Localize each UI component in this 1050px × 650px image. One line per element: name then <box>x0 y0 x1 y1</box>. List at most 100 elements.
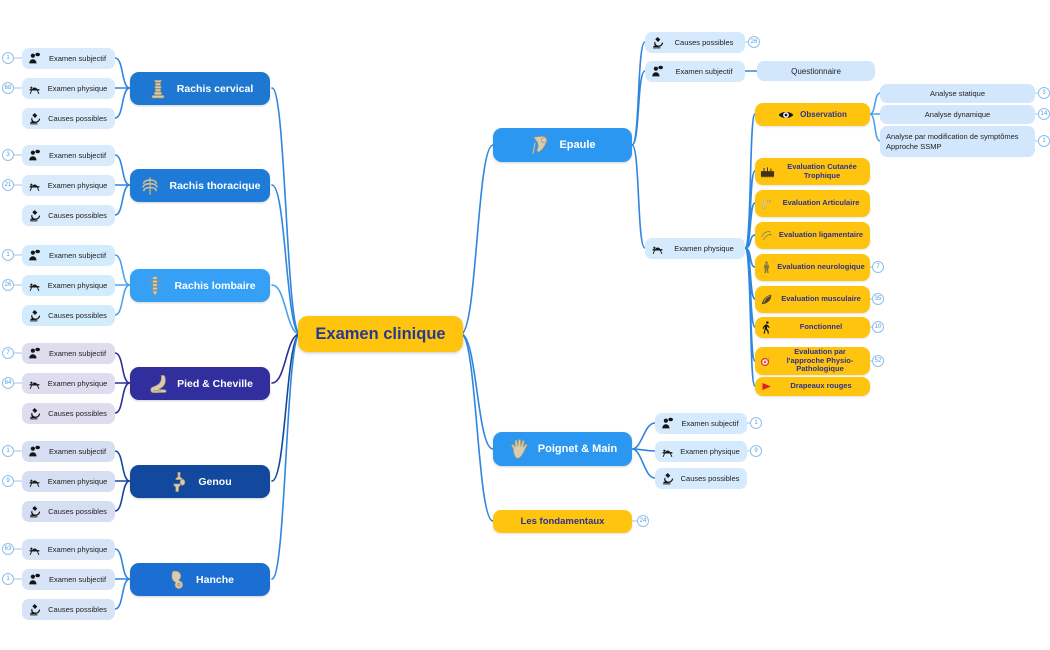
person-speech-icon <box>651 65 664 78</box>
questionnaire-label: Questionnaire <box>791 66 841 76</box>
sub-label: Causes possibles <box>680 474 740 483</box>
branch-rachis-thoracique[interactable]: Rachis thoracique <box>130 169 270 202</box>
sub-causes-possibles[interactable]: Causes possibles <box>22 108 115 129</box>
count-badge[interactable]: 64 <box>2 377 14 389</box>
count-badge[interactable]: 21 <box>2 179 14 191</box>
sub-examen-subjectif[interactable]: Examen subjectif <box>22 48 115 69</box>
sub-examen-subjectif[interactable]: Examen subjectif <box>22 441 115 462</box>
count-badge[interactable]: 1 <box>2 249 14 261</box>
count-badge[interactable]: 68 <box>2 82 14 94</box>
sub-label: Examen subjectif <box>48 447 107 456</box>
count-badge[interactable]: 3 <box>1038 87 1050 99</box>
evaluation-ligamentaire-node[interactable]: Evaluation ligamentaire <box>755 222 870 249</box>
questionnaire-node[interactable]: Questionnaire <box>757 61 875 81</box>
branch-pied-cheville[interactable]: Pied & Cheville <box>130 367 270 400</box>
sub-examen-subjectif[interactable]: Examen subjectif <box>645 61 745 82</box>
count-badge[interactable]: 24 <box>637 515 649 527</box>
count-badge[interactable]: 1 <box>2 445 14 457</box>
count-badge[interactable]: 63 <box>2 543 14 555</box>
sub-causes-possibles[interactable]: Causes possibles <box>655 468 747 489</box>
sub-causes-possibles[interactable]: Causes possibles <box>645 32 745 53</box>
count-badge[interactable]: 7 <box>2 347 14 359</box>
hand-bones-icon <box>508 438 530 460</box>
treatment-table-icon <box>28 179 41 192</box>
sub-label: Causes possibles <box>48 211 107 220</box>
evaluation-articulaire-node[interactable]: Evaluation Articulaire <box>755 190 870 217</box>
count-badge[interactable]: 9 <box>750 445 762 457</box>
sub-examen-subjectif[interactable]: Examen subjectif <box>22 343 115 364</box>
count-badge[interactable]: 26 <box>2 279 14 291</box>
observation-label: Observation <box>800 110 847 119</box>
center-node-examen-clinique[interactable]: Examen clinique <box>298 316 463 352</box>
analyse-ssmp-node[interactable]: Analyse par modification de symptômes Ap… <box>880 126 1035 157</box>
evaluation-neurologique-node[interactable]: Evaluation neurologique <box>755 254 870 281</box>
count-badge[interactable]: 35 <box>872 293 884 305</box>
branch-genou[interactable]: Genou <box>130 465 270 498</box>
sub-examen-physique[interactable]: Examen physique <box>22 471 115 492</box>
treatment-table-icon <box>28 475 41 488</box>
branch-rachis-cervical[interactable]: Rachis cervical <box>130 72 270 105</box>
sub-label: Causes possibles <box>48 605 107 614</box>
count-badge[interactable]: 7 <box>872 261 884 273</box>
sub-examen-physique[interactable]: Examen physique <box>22 373 115 394</box>
sub-examen-physique[interactable]: Examen physique <box>22 275 115 296</box>
branch-label: Les fondamentaux <box>520 516 605 527</box>
drapeaux-rouges-node[interactable]: Drapeaux rouges <box>755 377 870 396</box>
sub-examen-subjectif[interactable]: Examen subjectif <box>22 569 115 590</box>
microscope-icon <box>28 407 41 420</box>
hands-ligament-icon <box>760 229 773 242</box>
sub-examen-physique[interactable]: Examen physique <box>22 175 115 196</box>
branch-poignet-main[interactable]: Poignet & Main <box>493 432 632 466</box>
sub-examen-subjectif[interactable]: Examen subjectif <box>22 245 115 266</box>
knee-joint-icon <box>168 471 190 493</box>
sub-examen-subjectif[interactable]: Examen subjectif <box>655 413 747 434</box>
analyse-dynamique-node[interactable]: Analyse dynamique <box>880 105 1035 124</box>
count-badge[interactable]: 3 <box>2 149 14 161</box>
evaluation-label: Evaluation Cutanée Trophique <box>787 161 857 180</box>
count-badge[interactable]: 10 <box>872 321 884 333</box>
evaluation-physio-pathologique-node[interactable]: Evaluation par l'approche Physio-Patholo… <box>755 347 870 375</box>
branch-les-fondamentaux[interactable]: Les fondamentaux <box>493 510 632 533</box>
sub-examen-physique[interactable]: Examen physique <box>22 78 115 99</box>
count-badge[interactable]: 26 <box>748 36 760 48</box>
sub-examen-physique[interactable]: Examen physique <box>22 539 115 560</box>
evaluation-label: Evaluation par l'approche Physio-Patholo… <box>786 346 854 374</box>
evaluation-musculaire-node[interactable]: Evaluation musculaire <box>755 286 870 313</box>
sub-causes-possibles[interactable]: Causes possibles <box>22 305 115 326</box>
evaluation-cutanee-trophique-node[interactable]: Evaluation Cutanée Trophique <box>755 158 870 185</box>
sub-causes-possibles[interactable]: Causes possibles <box>22 403 115 424</box>
observation-node[interactable]: Observation <box>755 103 870 126</box>
sub-label: Examen subjectif <box>48 575 107 584</box>
sub-causes-possibles[interactable]: Causes possibles <box>22 501 115 522</box>
microscope-icon <box>28 603 41 616</box>
sub-examen-subjectif[interactable]: Examen subjectif <box>22 145 115 166</box>
count-badge[interactable]: 52 <box>872 355 884 367</box>
sub-causes-possibles[interactable]: Causes possibles <box>22 599 115 620</box>
sub-examen-physique[interactable]: Examen physique <box>655 441 747 462</box>
branch-epaule[interactable]: Epaule <box>493 128 632 162</box>
branch-label: Epaule <box>559 139 596 151</box>
count-badge[interactable]: 1 <box>2 52 14 64</box>
count-badge[interactable]: 14 <box>1038 108 1050 120</box>
microscope-icon <box>651 36 664 49</box>
sub-label: Examen subjectif <box>48 349 107 358</box>
sub-causes-possibles[interactable]: Causes possibles <box>22 205 115 226</box>
count-badge[interactable]: 1 <box>2 573 14 585</box>
fonctionnel-node[interactable]: Fonctionnel <box>755 317 870 338</box>
target-icon <box>760 356 771 367</box>
walking-person-icon <box>760 321 773 334</box>
branch-label: Rachis lombaire <box>174 279 256 292</box>
sub-label: Examen subjectif <box>48 251 107 260</box>
microscope-icon <box>28 309 41 322</box>
analyse-statique-node[interactable]: Analyse statique <box>880 84 1035 103</box>
sub-label: Examen physique <box>680 447 740 456</box>
analyse-label: Analyse dynamique <box>924 110 991 119</box>
sub-examen-physique[interactable]: Examen physique <box>645 238 745 259</box>
count-badge[interactable]: 1 <box>750 417 762 429</box>
count-badge[interactable]: 9 <box>2 475 14 487</box>
evaluation-label: Evaluation Articulaire <box>782 198 860 208</box>
sub-label: Examen physique <box>47 84 108 93</box>
branch-rachis-lombaire[interactable]: Rachis lombaire <box>130 269 270 302</box>
count-badge[interactable]: 1 <box>1038 135 1050 147</box>
branch-hanche[interactable]: Hanche <box>130 563 270 596</box>
